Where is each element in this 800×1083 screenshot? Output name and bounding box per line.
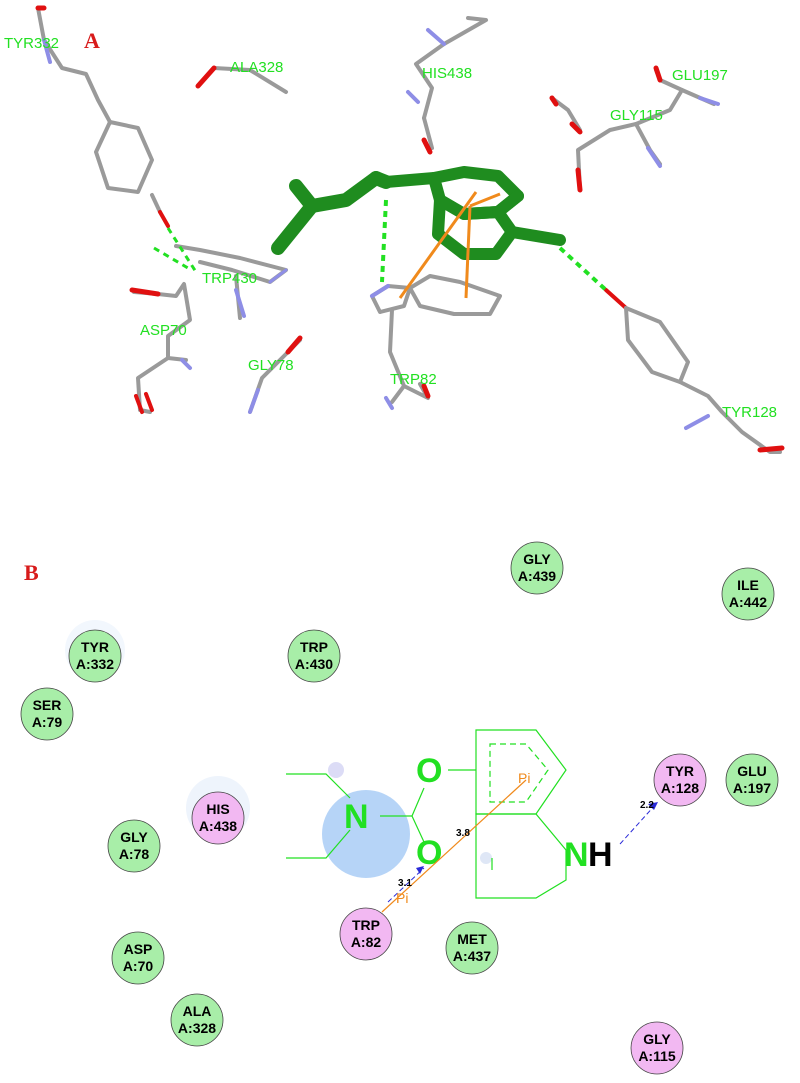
residue-trp430: TRP A:430	[287, 629, 341, 683]
res-asp70-id: A:70	[123, 958, 154, 974]
label-gly115: GLY115	[610, 107, 663, 124]
res-gly115-name: GLY	[643, 1031, 671, 1047]
residue-ala328: ALA A:328	[170, 993, 224, 1047]
distance-tyr128: 2.2	[640, 800, 654, 811]
res-tyr128-name: TYR	[666, 763, 694, 779]
pi-pi-line	[381, 779, 527, 913]
residue-his438: HIS A:438	[191, 791, 245, 845]
pi-label-trp: Pi	[396, 890, 408, 906]
interactions-3d	[153, 191, 608, 299]
residue-tyr332: TYR A:332	[68, 629, 122, 683]
res-ile442-name: ILE	[737, 577, 759, 593]
trp82-hbond-arrow	[416, 866, 424, 874]
res-met437-name: MET	[457, 931, 487, 947]
residue-ile442: ILE A:442	[721, 567, 775, 621]
trp82-halo	[322, 790, 410, 878]
res-ala328-name: ALA	[183, 1003, 212, 1019]
pi-label-ring: Pi	[518, 770, 530, 786]
residue-met437: MET A:437	[445, 921, 499, 975]
label-tyr128: TYR128	[722, 404, 777, 421]
res-his438-id: A:438	[199, 818, 237, 834]
res-tyr332-id: A:332	[76, 656, 114, 672]
res-met437-id: A:437	[453, 948, 491, 964]
atom-nh-h: H	[588, 836, 613, 874]
res-his438-name: HIS	[206, 801, 229, 817]
res-ser79-name: SER	[33, 697, 62, 713]
distance-trp82: 3.1	[398, 878, 412, 889]
atom-o-top: O	[416, 752, 442, 790]
panel-a: A	[4, 5, 785, 454]
label-trp430: TRP430	[202, 270, 257, 287]
residue-discs: GLY A:439 ILE A:442 TYR A:332 TRP A:430 …	[20, 541, 779, 1075]
label-tyr332: TYR332	[4, 35, 59, 52]
res-ala328-id: A:328	[178, 1020, 216, 1036]
res-tyr332-name: TYR	[81, 639, 109, 655]
residue-asp70: ASP A:70	[111, 931, 165, 985]
res-glu197-name: GLU	[737, 763, 767, 779]
ligand-3d	[271, 166, 566, 260]
residue-sticks	[35, 5, 785, 454]
res-glu197-id: A:197	[733, 780, 771, 796]
residue-tyr128: TYR A:128	[653, 753, 707, 807]
res-trp430-name: TRP	[300, 639, 328, 655]
residue-glu197: GLU A:197	[725, 753, 779, 807]
residue-gly439: GLY A:439	[510, 541, 564, 595]
res-trp430-id: A:430	[295, 656, 333, 672]
res-asp70-name: ASP	[124, 941, 153, 957]
label-his438: HIS438	[422, 65, 472, 82]
label-asp70: ASP70	[140, 322, 187, 339]
ligand-2d	[286, 729, 567, 899]
atom-o-bottom: O	[416, 834, 442, 872]
res-trp82-name: TRP	[352, 917, 380, 933]
res-trp82-id: A:82	[351, 934, 382, 950]
res-gly78-name: GLY	[120, 829, 148, 845]
panel-a-label: A	[84, 28, 100, 53]
trp82-hbond-line	[387, 867, 425, 903]
tyr128-hbond-line	[619, 803, 657, 845]
residue-gly78: GLY A:78	[107, 819, 161, 873]
residue-trp82: TRP A:82	[339, 907, 393, 961]
label-gly78: GLY78	[248, 357, 294, 374]
panel-b-label: B	[24, 560, 39, 585]
interactions-2d	[381, 779, 658, 913]
label-trp82: TRP82	[390, 371, 437, 388]
label-glu197: GLU197	[672, 67, 728, 84]
residue-gly115: GLY A:115	[630, 1021, 684, 1075]
res-gly439-name: GLY	[523, 551, 551, 567]
label-ala328: ALA328	[230, 59, 283, 76]
residue-ser79: SER A:79	[20, 687, 74, 741]
res-gly439-id: A:439	[518, 568, 556, 584]
tyr128-hbond-arrow	[648, 802, 658, 810]
distance-pi-pi: 3.8	[456, 828, 470, 839]
res-ile442-id: A:442	[729, 594, 767, 610]
res-tyr128-id: A:128	[661, 780, 699, 796]
atom-n-amide: N	[344, 798, 369, 836]
res-gly115-id: A:115	[638, 1048, 676, 1064]
atom-nh-n: N	[564, 836, 589, 874]
panel-b: B O O N N H	[20, 541, 779, 1075]
residue-labels-3d: TYR332 ALA328 HIS438 GLU197 GLY115 TRP43…	[4, 35, 777, 421]
res-ser79-id: A:79	[32, 714, 63, 730]
atom-halo-1	[328, 762, 344, 778]
atom-halo-2	[480, 852, 492, 864]
res-gly78-id: A:78	[119, 846, 150, 862]
